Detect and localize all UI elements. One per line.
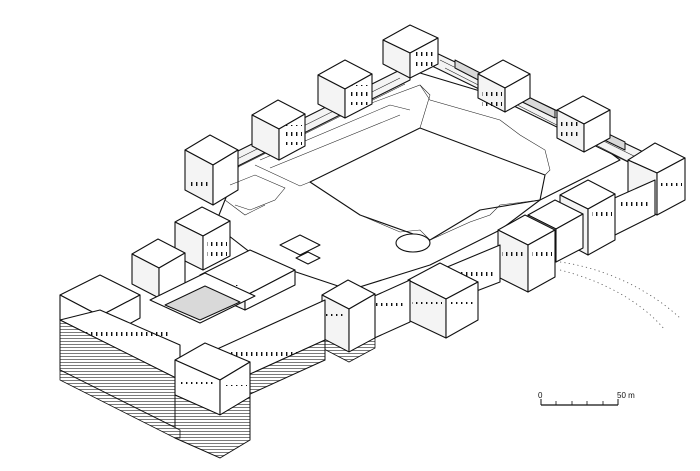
semicircular-platform <box>395 233 431 253</box>
tower-gate <box>497 214 556 293</box>
approach-path <box>559 261 681 331</box>
tower-ne-2 <box>556 95 611 153</box>
scale-start-label: 0 <box>538 391 543 400</box>
tower-west-1 <box>174 206 231 271</box>
central-platform <box>309 127 546 241</box>
tower-south-middle <box>407 262 479 339</box>
scale-end-label: 50 m <box>617 391 635 400</box>
tower-ne-1 <box>477 59 531 113</box>
tower-nw-3 <box>317 59 373 119</box>
inner-palace <box>149 174 321 324</box>
tower-nw-1 <box>184 134 239 206</box>
tower-south-corner <box>59 342 251 459</box>
tower-south-west-corner <box>59 274 181 431</box>
tower-north <box>382 24 439 79</box>
scale-bar: 0 50 m <box>538 391 635 406</box>
tower-nw-2 <box>251 99 306 161</box>
tower-south-west <box>321 279 376 363</box>
south-wall <box>369 279 411 341</box>
